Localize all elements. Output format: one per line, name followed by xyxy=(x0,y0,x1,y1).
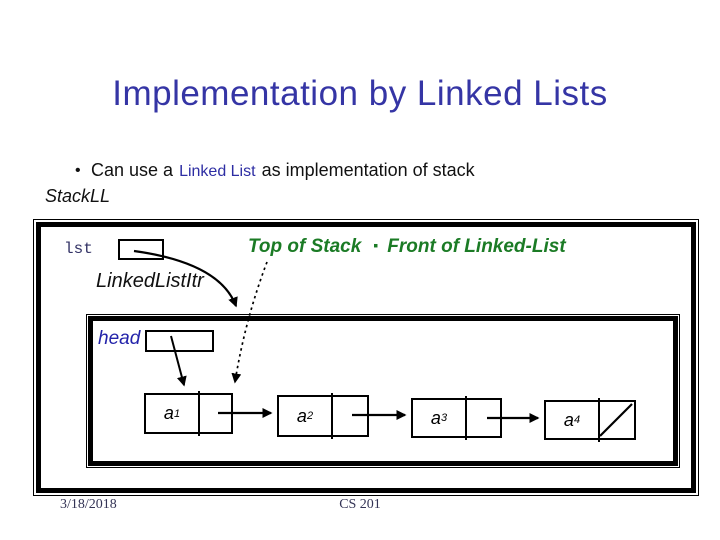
page-title: Implementation by Linked Lists xyxy=(112,74,608,113)
bullet-line: • Can use a Linked List as implementation o… xyxy=(75,160,675,181)
top-of-stack-annotation: Top of Stack ▪ Front of Linked-List xyxy=(248,236,566,258)
bullet-text-highlight: Linked List xyxy=(179,163,256,180)
node-divider xyxy=(598,398,600,442)
bullet-text-suffix: as implementation of stack xyxy=(261,160,475,180)
bullet-text-prefix: Can use a xyxy=(91,160,174,180)
node-divider xyxy=(465,396,467,440)
node-divider xyxy=(331,393,333,439)
node-value: a xyxy=(563,409,574,430)
lst-variable-label: lst xyxy=(64,240,93,258)
node-value: a xyxy=(296,405,307,426)
stack-ll-label: StackLL xyxy=(45,186,111,206)
footer-date: 3/18/2018 xyxy=(60,497,117,512)
head-variable-label: head xyxy=(98,328,141,349)
node-divider xyxy=(198,391,200,436)
annotation-left-text: Top of Stack xyxy=(248,236,362,257)
equals-square-icon: ▪ xyxy=(373,237,379,253)
node-value: a xyxy=(430,407,441,428)
bullet-marker: • xyxy=(75,162,81,179)
annotation-right-text: Front of Linked-List xyxy=(387,236,566,257)
node-value: a xyxy=(163,403,174,423)
linkedlistitr-label: LinkedListItr xyxy=(96,270,204,292)
footer-course: CS 201 xyxy=(339,497,381,512)
lst-pointer-box xyxy=(118,239,164,260)
head-pointer-box xyxy=(145,330,214,352)
